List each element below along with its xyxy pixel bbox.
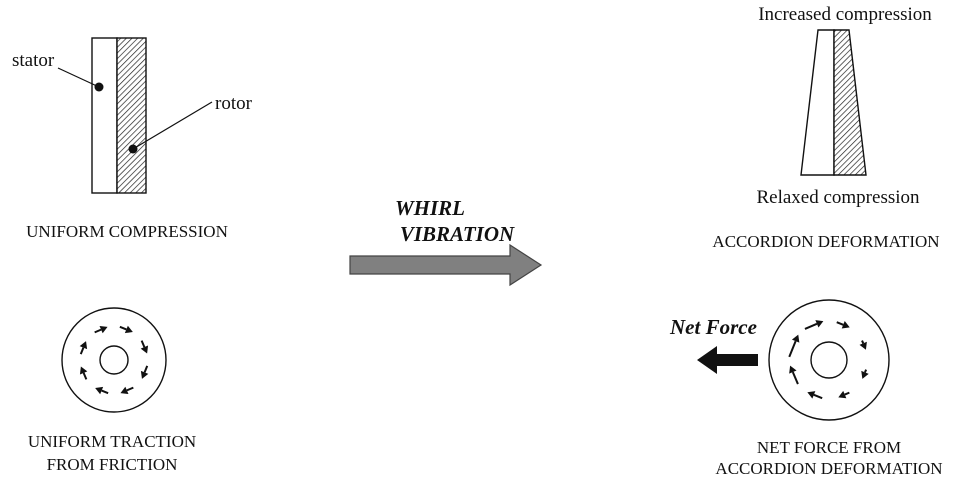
net-force-caption-line2: ACCORDION DEFORMATION bbox=[715, 459, 942, 478]
traction-arrow-6-head bbox=[99, 325, 108, 334]
deformed-stator bbox=[800, 29, 835, 176]
net-force-label: Net Force bbox=[669, 315, 757, 339]
traction-arrow-7-head bbox=[124, 325, 133, 334]
whirl-vibration-arrow bbox=[349, 243, 543, 287]
traction-arrow-1-shaft bbox=[143, 365, 149, 373]
net-traction-arrow-3-head bbox=[807, 391, 816, 399]
traction-arrow-2-head bbox=[120, 386, 129, 395]
traction-arrow-4-head bbox=[79, 366, 88, 375]
uniform-traction-caption-line2: FROM FRICTION bbox=[47, 455, 178, 474]
stator-leader-line bbox=[57, 67, 100, 88]
disk-inner-hole bbox=[810, 341, 848, 379]
stator-point bbox=[94, 82, 104, 92]
net-traction-arrow-8-shaft bbox=[861, 340, 865, 344]
net-force-caption-line1: NET FORCE FROM bbox=[757, 438, 901, 457]
net-traction-arrow-1-head bbox=[861, 370, 869, 379]
vibration-label: VIBRATION bbox=[400, 222, 515, 246]
net-traction-arrow-4-shaft bbox=[791, 371, 799, 385]
net-force-traction-arrows bbox=[788, 320, 869, 400]
relaxed-compression-label: Relaxed compression bbox=[756, 187, 920, 208]
net-traction-arrow-1-shaft bbox=[864, 369, 868, 373]
traction-arrow-5-shaft bbox=[79, 347, 85, 355]
net-traction-arrow-7-shaft bbox=[836, 321, 844, 326]
traction-arrow-8-shaft bbox=[140, 340, 146, 348]
uniform-traction-caption-line1: UNIFORM TRACTION bbox=[28, 432, 196, 451]
net-traction-arrow-2-head bbox=[838, 390, 847, 399]
uniform-compression-caption: UNIFORM COMPRESSION bbox=[26, 222, 228, 241]
traction-arrow-7-shaft bbox=[119, 325, 127, 331]
accordion-deformation-caption: ACCORDION DEFORMATION bbox=[712, 232, 939, 251]
net-traction-arrow-5-shaft bbox=[788, 340, 797, 358]
disk-inner-hole bbox=[99, 345, 129, 375]
traction-arrow-2-shaft bbox=[126, 386, 134, 392]
stator-label: stator bbox=[12, 50, 55, 71]
net-traction-arrow-4-head bbox=[789, 365, 797, 374]
traction-arrow-8-head bbox=[140, 345, 149, 354]
increased-compression-label: Increased compression bbox=[758, 4, 932, 25]
net-traction-arrow-5-head bbox=[791, 334, 800, 343]
whirl-label: WHIRL bbox=[395, 196, 465, 220]
net-traction-arrow-3-shaft bbox=[813, 393, 823, 400]
deformed-rotor bbox=[833, 29, 867, 176]
net-traction-arrow-6-shaft bbox=[804, 322, 818, 330]
traction-arrow-3-shaft bbox=[101, 389, 109, 395]
rotor-point bbox=[128, 144, 138, 154]
net-traction-arrow-2-shaft bbox=[844, 391, 850, 396]
traction-arrow-1-head bbox=[140, 370, 149, 379]
net-traction-arrow-6-head bbox=[815, 320, 824, 328]
uniform-traction-disk bbox=[61, 307, 167, 413]
net-traction-arrow-8-head bbox=[859, 341, 867, 350]
net-force-disk bbox=[768, 299, 890, 421]
rotor-leader-line bbox=[132, 101, 213, 150]
traction-arrow-5-head bbox=[79, 341, 88, 350]
rotor-block bbox=[116, 37, 147, 194]
traction-arrow-4-shaft bbox=[82, 372, 88, 380]
net-traction-arrow-7-head bbox=[841, 321, 850, 329]
net-force-arrow bbox=[697, 346, 758, 374]
stator-rotor-figure bbox=[57, 37, 213, 194]
traction-arrow-3-head bbox=[95, 386, 104, 395]
stator-block bbox=[91, 37, 118, 194]
traction-arrow-6-shaft bbox=[94, 328, 102, 334]
accordion-deformation-figure bbox=[800, 29, 867, 176]
uniform-traction-arrows bbox=[79, 325, 149, 395]
rotor-label: rotor bbox=[215, 93, 253, 114]
